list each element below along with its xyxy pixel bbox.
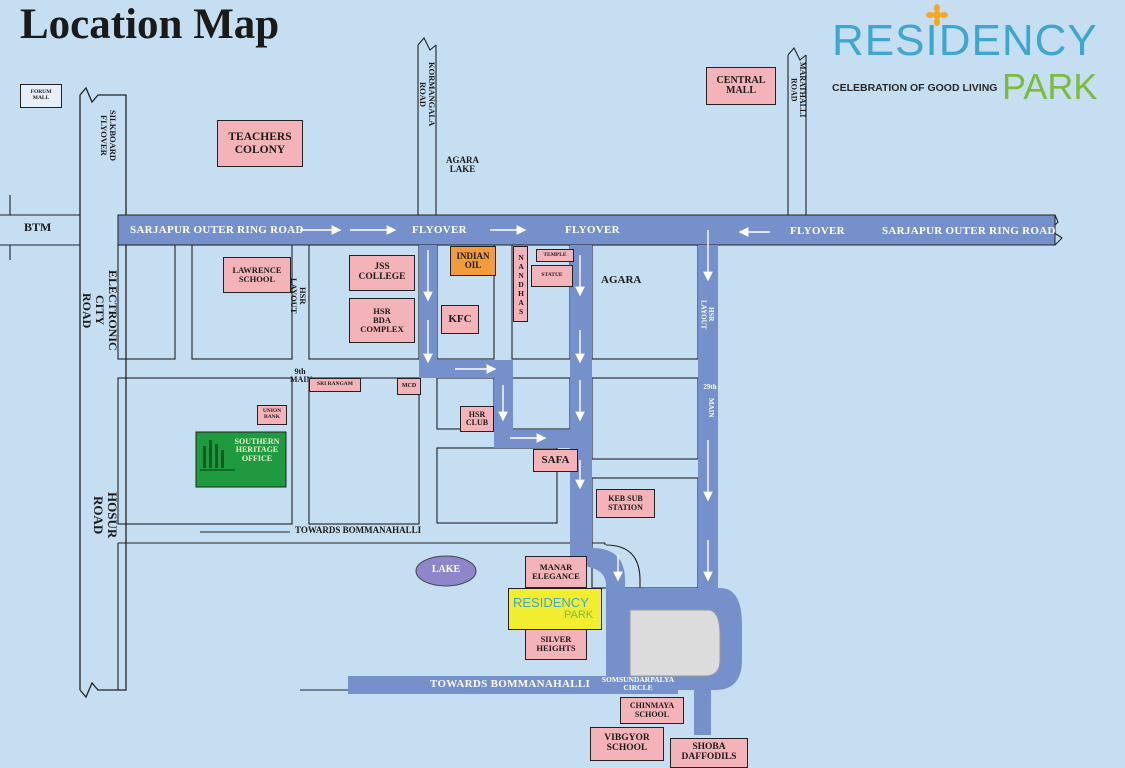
- sri-rangam: SRI RANGAM: [309, 378, 361, 392]
- central-mall: CENTRAL MALL: [706, 67, 776, 105]
- hsr-club: HSR CLUB: [460, 406, 494, 432]
- building-icon: [195, 431, 287, 488]
- hsr-layout-29th-label: HSR LAYOUT: [699, 300, 715, 330]
- teachers-colony: TEACHERS COLONY: [217, 120, 303, 167]
- union-bank: UNION BANK: [257, 405, 287, 425]
- brand-logo: RESIDENCY CELEBRATION OF GOOD LIVING PAR…: [830, 4, 1120, 109]
- electronic-city-road-label: ELECTRONIC CITY ROAD: [80, 270, 120, 351]
- btm-label: BTM: [24, 220, 52, 234]
- outer-ring-road-right-label: SARJAPUR OUTER RING ROAD: [882, 225, 1056, 237]
- southern-heritage-office: SOUTHERN HERITAGE OFFICE: [234, 437, 280, 463]
- koramangala-road-label: KORMANGALA ROAD: [417, 62, 437, 127]
- indian-oil: INDIAN OIL: [450, 246, 496, 276]
- forum-mall: FORUM MALL: [20, 84, 62, 108]
- brand-tagline: CELEBRATION OF GOOD LIVING: [832, 82, 998, 94]
- kfc: KFC: [441, 305, 479, 334]
- agara-label: AGARA: [601, 274, 642, 286]
- lake-label: LAKE: [431, 564, 461, 575]
- vibgyor-school: VIBGYOR SCHOOL: [590, 727, 664, 761]
- flower-icon: [926, 4, 948, 26]
- main-label-29th: MAIN: [707, 398, 715, 418]
- towards-bommanahalli-label: TOWARDS BOMMANAHALLI: [295, 525, 422, 535]
- jss-college: JSS COLLEGE: [349, 255, 415, 291]
- silkboard-flyover-label: SILKBOARD FLYOVER: [98, 110, 118, 162]
- flyover-label-3: FLYOVER: [790, 225, 845, 237]
- hosur-road: [79, 86, 127, 699]
- flyover-label-2: FLYOVER: [565, 224, 620, 236]
- keb-sub-station: KEB SUB STATION: [596, 489, 655, 518]
- mcd: MCD: [397, 378, 421, 395]
- manar-elegance: MANAR ELEGANCE: [525, 556, 587, 588]
- lawrence-school: LAWRENCE SCHOOL: [223, 257, 291, 293]
- hsr-layout-9th-label: HSR LAYOUT: [288, 278, 308, 314]
- nandhas: NANDHAS: [513, 246, 528, 322]
- twenty-ninth-label: 29th: [703, 383, 717, 391]
- statue: STATUE: [531, 265, 573, 287]
- brand-name-park: PARK: [1002, 66, 1098, 107]
- agara-lake-label: AGARA LAKE: [446, 155, 479, 175]
- safa: SAFA: [533, 449, 578, 472]
- towards-bommanahalli-bottom-label: TOWARDS BOMMANAHALLI: [430, 678, 591, 690]
- marathalli-road-label: MARATHALLI ROAD: [789, 62, 807, 118]
- project-marker-park: PARK: [564, 609, 594, 621]
- hosur-road-label: HOSUR ROAD: [90, 492, 120, 539]
- flyover-label-1: FLYOVER: [412, 224, 467, 236]
- hsr-bda-complex: HSR BDA COMPLEX: [349, 298, 415, 343]
- ninth-main-label: 9th MAIN: [290, 367, 313, 385]
- outer-ring-road-left-label: SARJAPUR OUTER RING ROAD: [130, 224, 304, 236]
- brand-name: RESIDENCY: [832, 16, 1098, 65]
- lake-shape: [415, 555, 477, 587]
- project-marker: RESIDENCY PARK: [508, 588, 602, 630]
- temple: TEMPLE: [536, 249, 574, 262]
- chinmaya-school: CHINMAYA SCHOOL: [620, 697, 684, 724]
- direction-arrows: [300, 225, 770, 582]
- project-marker-name: RESIDENCY: [513, 595, 589, 610]
- shoba-daffodils: SHOBA DAFFODILS: [670, 738, 748, 768]
- somsundarpalya-circle: SOMSUNDARPALYA CIRCLE: [601, 675, 675, 692]
- silver-heights: SILVER HEIGHTS: [525, 627, 587, 660]
- circle-island: [629, 609, 721, 677]
- page-title: Location Map: [20, 1, 280, 48]
